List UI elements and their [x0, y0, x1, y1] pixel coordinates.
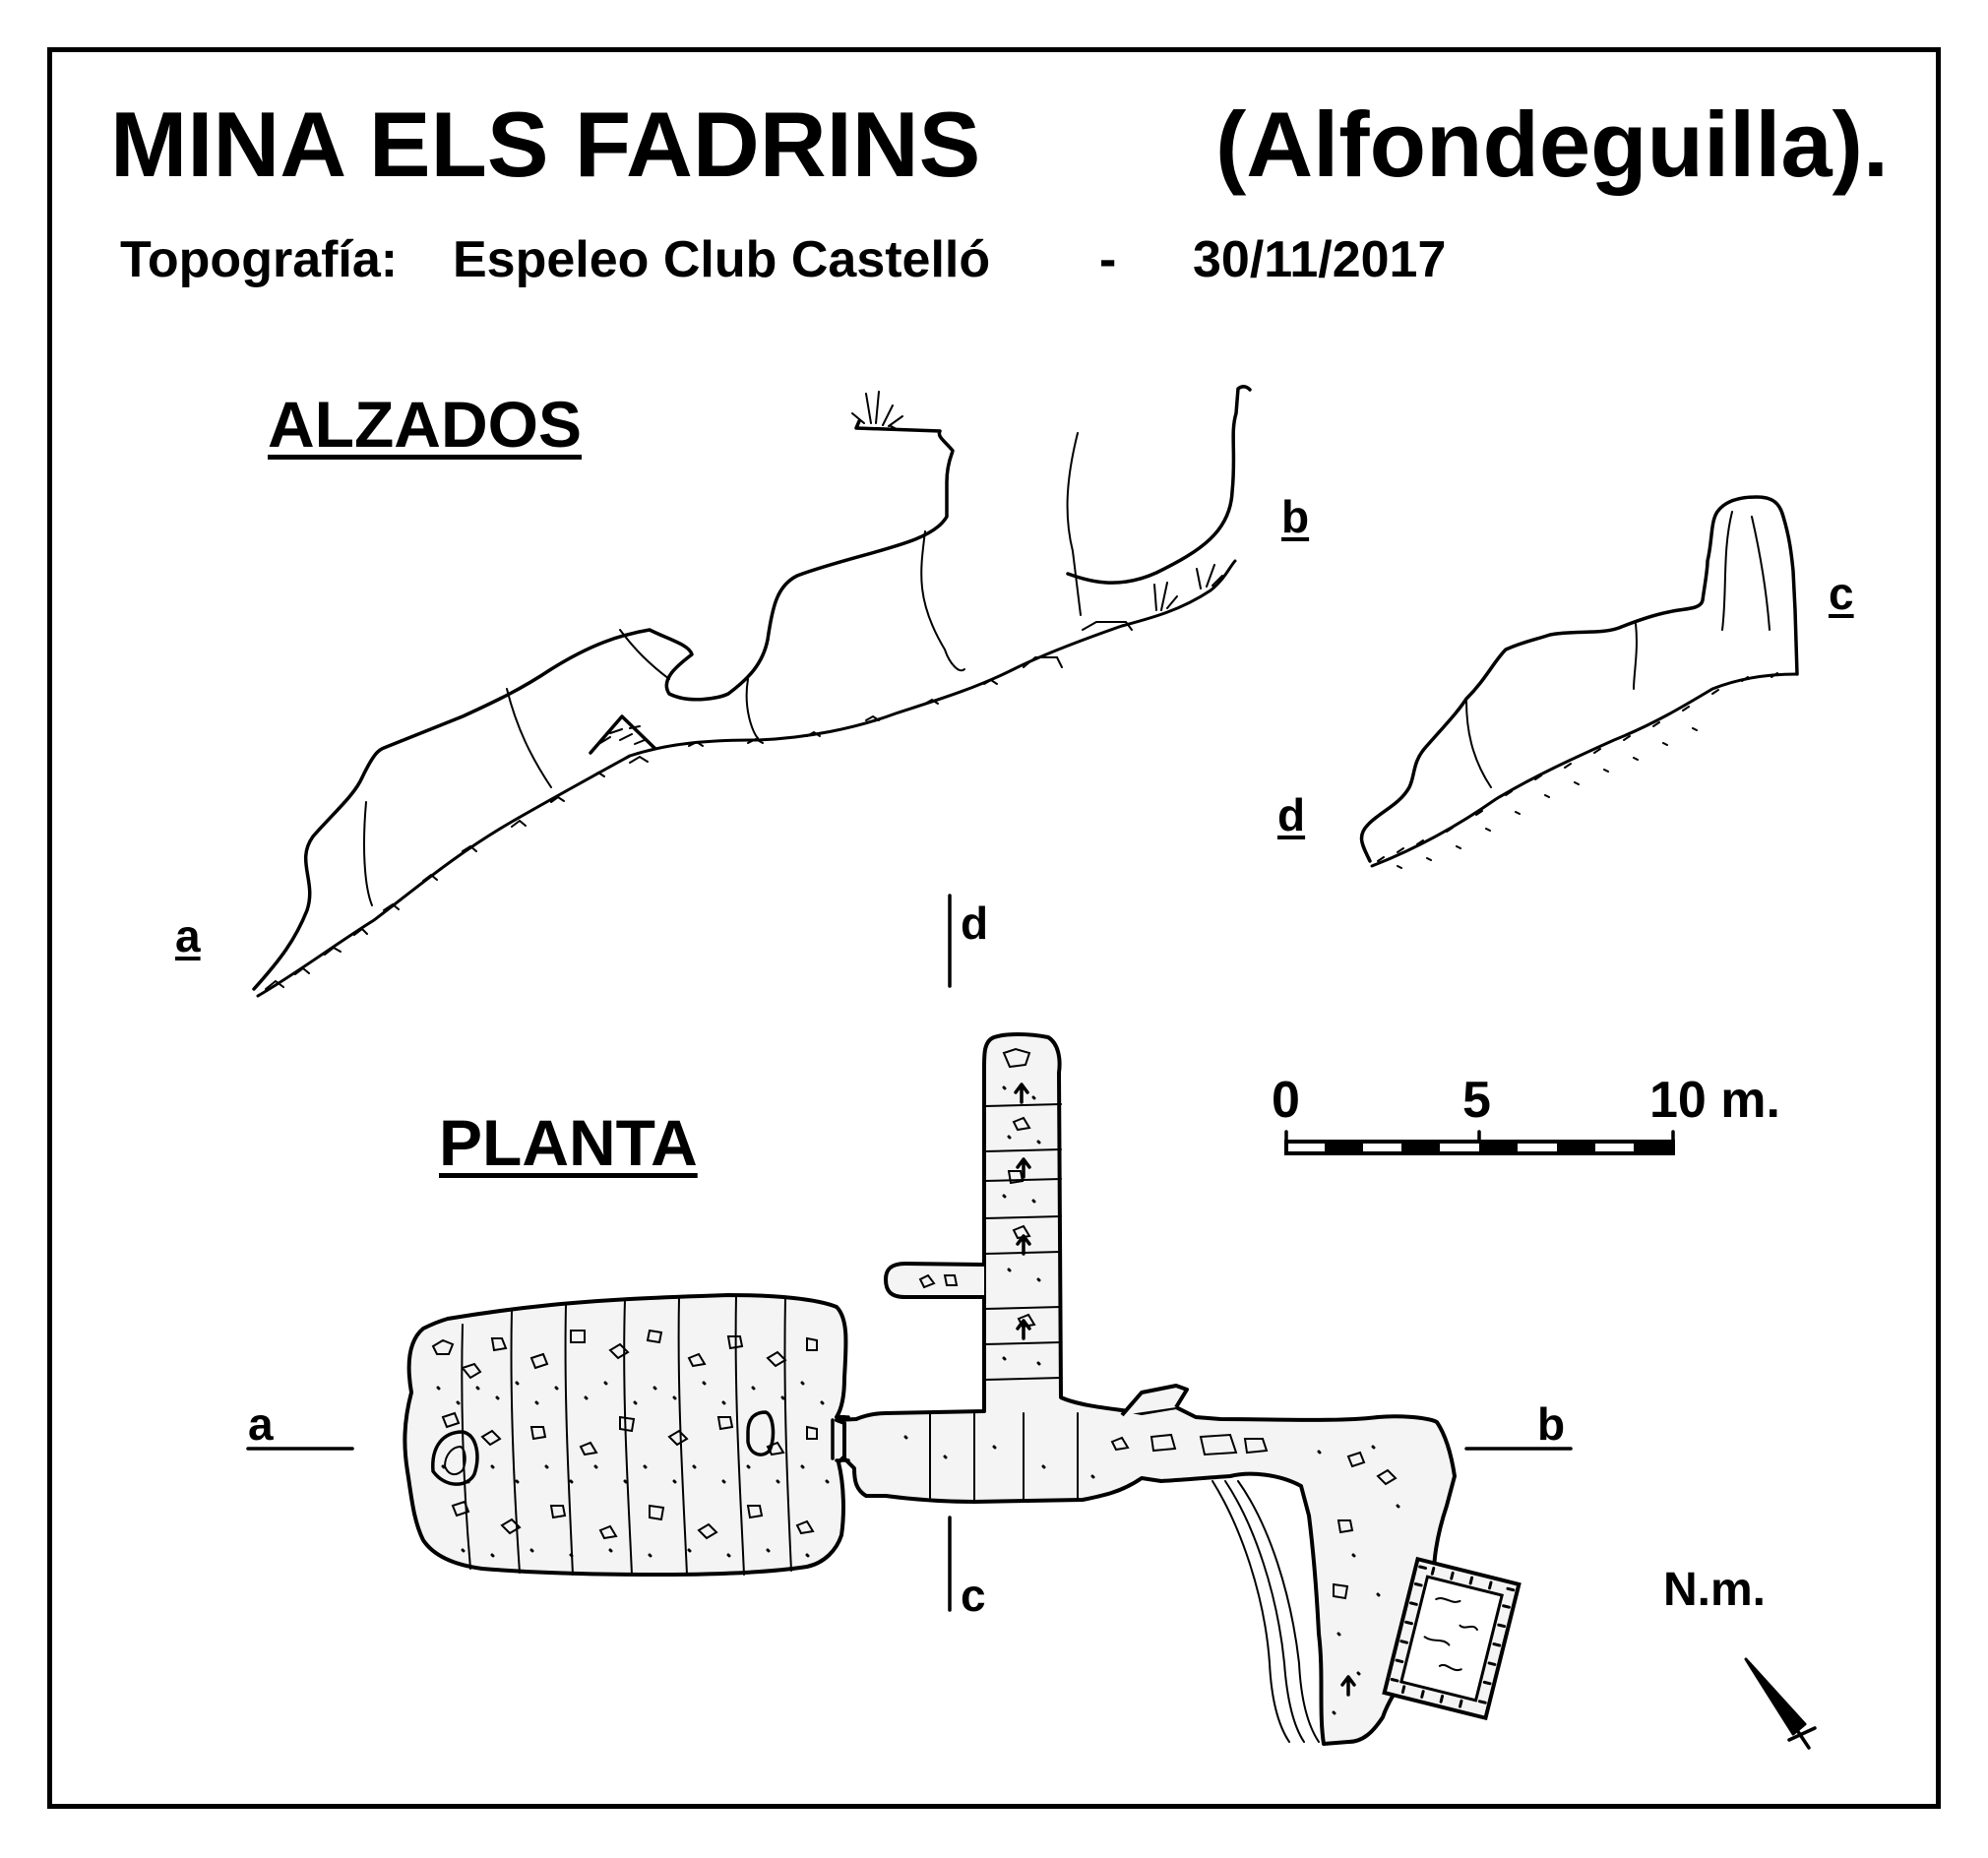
- plan-marker-c: c: [961, 1570, 986, 1621]
- cave-location: (Alfondeguilla).: [1215, 93, 1890, 196]
- elevation-c-d-floor: [1370, 672, 1799, 868]
- survey-date: 30/11/2017: [1193, 231, 1447, 288]
- north-label: N.m.: [1663, 1564, 1767, 1616]
- elevation-a-b-rock-pile: [589, 714, 656, 755]
- cave-name: MINA ELS FADRINS: [110, 93, 981, 196]
- scale-tick-0: 0: [1272, 1072, 1300, 1129]
- plan-stipple: [436, 1085, 1400, 1715]
- plan-gate-left: [831, 1415, 850, 1462]
- elevation-a-b: [252, 385, 1252, 998]
- elevation-a-b-fractures: [363, 432, 1082, 906]
- elevation-marker-c: c: [1829, 568, 1854, 619]
- scale-tick-10: 10 m.: [1649, 1072, 1780, 1129]
- survey-separator: -: [1099, 231, 1117, 288]
- survey-club: Espeleo Club Castelló: [453, 231, 991, 288]
- elevation-a-b-ceiling: [252, 419, 955, 991]
- elevations-heading: ALZADOS: [268, 388, 582, 461]
- elevation-a-b-debris: [265, 621, 1133, 990]
- elevation-c-d-debris: [1377, 672, 1778, 869]
- elevation-marker-d: d: [1277, 789, 1306, 840]
- plan-marker-a: a: [248, 1398, 274, 1450]
- elevation-marker-b: b: [1281, 491, 1310, 542]
- elevation-c-d: [1359, 495, 1799, 869]
- plan-side-passage: [884, 1262, 985, 1299]
- scale-bar: [1284, 1130, 1675, 1155]
- elevation-a-b-floor: [256, 559, 1237, 998]
- elevation-marker-a: a: [175, 910, 201, 961]
- plan-marker-d: d: [961, 898, 989, 949]
- sheet-border: [47, 47, 1941, 1809]
- elevation-a-b-vegetation: [851, 391, 1223, 611]
- plan-pit: [431, 1430, 479, 1486]
- plan-view: [246, 894, 1573, 1746]
- elevation-c-d-fractures: [1465, 511, 1771, 788]
- plan-masonry-enclosure: [1382, 1556, 1522, 1721]
- plan-appendix: [1120, 1384, 1189, 1417]
- plan-cross-sections: [461, 1103, 1079, 1576]
- elevation-c-d-outline: [1359, 495, 1799, 863]
- plan-marker-b: b: [1537, 1398, 1566, 1450]
- scale-tick-5: 5: [1462, 1072, 1491, 1129]
- survey-label: Topografía:: [120, 231, 399, 288]
- plan-slope-arrows: [1014, 1083, 1356, 1697]
- north-arrow-icon: [1744, 1657, 1817, 1750]
- plan-rocks: [431, 1047, 1398, 1600]
- elevation-a-b-surface: [1066, 385, 1252, 585]
- plan-rock-column: [746, 1410, 776, 1456]
- plan-heading: PLANTA: [439, 1106, 698, 1179]
- plan-flowstone-lines: [1211, 1480, 1320, 1743]
